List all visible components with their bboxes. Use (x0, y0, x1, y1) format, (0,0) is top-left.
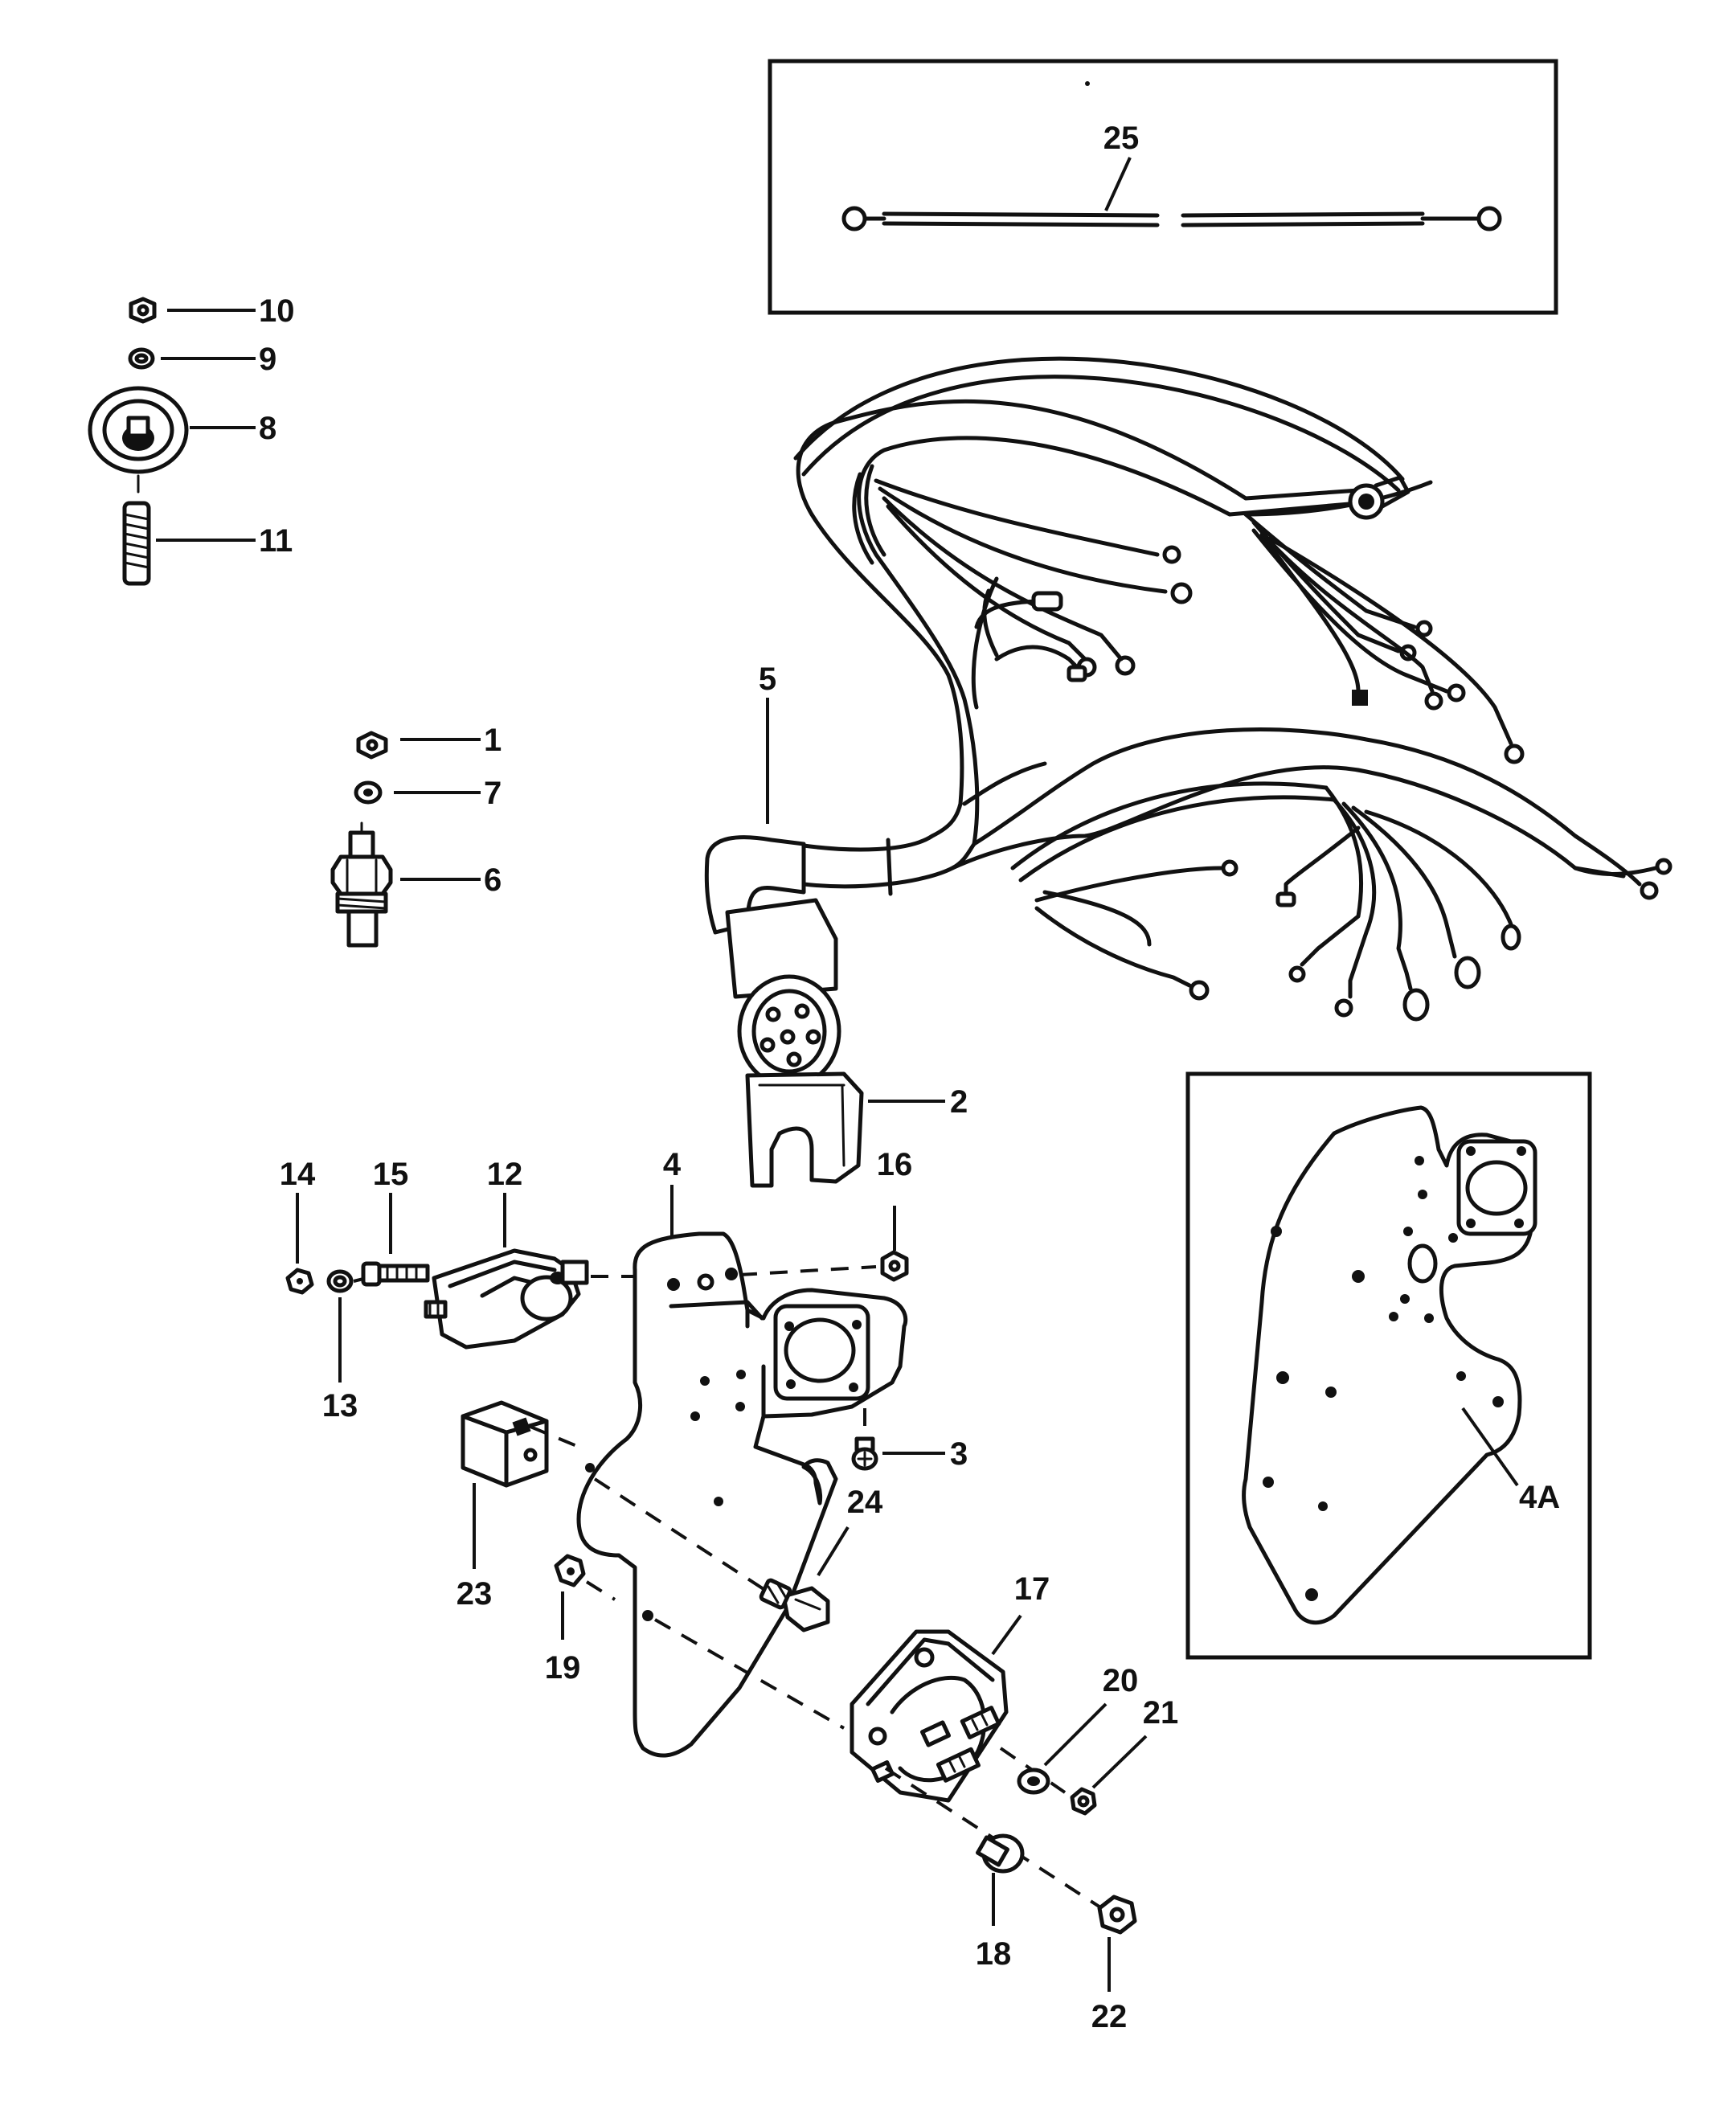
axis-23-4 (530, 1425, 579, 1448)
washer-13 (326, 1269, 354, 1293)
axis-17 (654, 1618, 845, 1730)
inset-box-ground-strap (768, 59, 1558, 315)
callout-16: 16 (877, 1147, 913, 1182)
screw-24 (759, 1578, 830, 1632)
inset-box-bracket-4a (1185, 1071, 1592, 1660)
callout-17: 17 (1014, 1571, 1050, 1607)
leader-24 (817, 1526, 850, 1577)
callout-3: 3 (950, 1436, 968, 1472)
bolt-18 (976, 1833, 1025, 1874)
callout-11: 11 (259, 523, 293, 559)
nut-7 (356, 731, 388, 760)
callout-4: 4 (663, 1147, 682, 1182)
sender-8 (88, 386, 189, 474)
alternate-bracket-4a (1242, 1105, 1537, 1625)
callout-10: 10 (259, 293, 295, 329)
terminal-block-23 (461, 1400, 549, 1488)
wiring-harness (704, 356, 1673, 1088)
leader-17 (991, 1614, 1022, 1656)
callout-13: 13 (322, 1388, 358, 1423)
axis-19 (585, 1580, 616, 1601)
callout-19: 19 (545, 1650, 581, 1686)
callout-15: 15 (373, 1157, 409, 1192)
callout-12: 12 (487, 1157, 523, 1192)
nut-21 (1070, 1787, 1097, 1816)
leader-21 (1091, 1735, 1148, 1789)
nut-19 (554, 1554, 586, 1587)
washer-9 (128, 347, 155, 370)
axis-4-16 (739, 1265, 877, 1276)
callout-18: 18 (976, 1936, 1012, 1972)
callout-1: 5 (759, 662, 776, 697)
solenoid-17 (850, 1629, 1009, 1803)
callout-22: 22 (1091, 1999, 1128, 2034)
leader-25 (1104, 157, 1132, 211)
leader-20 (1043, 1702, 1108, 1767)
washer-20 (1017, 1768, 1050, 1795)
scan-speck (1085, 81, 1090, 86)
nut-16 (880, 1250, 909, 1282)
callout-6: 7 (484, 776, 502, 811)
callout-21: 21 (1143, 1695, 1179, 1731)
callout-23: 23 (457, 1576, 493, 1612)
callout-4a: 4A (1519, 1480, 1560, 1515)
nut-10 (129, 297, 157, 324)
washer-6 (354, 780, 383, 805)
stud-11 (122, 501, 151, 586)
callout-2: 2 (950, 1084, 968, 1120)
temp-sender-5 (330, 821, 393, 948)
callout-5: 6 (484, 862, 502, 898)
callout-7: 1 (484, 723, 502, 758)
callout-14: 14 (280, 1157, 316, 1192)
leader-4a (1461, 1407, 1519, 1487)
callout-24: 24 (847, 1485, 883, 1520)
callout-8: 8 (259, 411, 276, 446)
nut-22 (1097, 1895, 1137, 1935)
callout-25: 25 (1103, 121, 1140, 156)
nut-14 (285, 1268, 314, 1295)
bolt-15 (361, 1261, 430, 1287)
mounting-bracket-4 (576, 1231, 908, 1758)
switch-12 (424, 1248, 589, 1350)
plug-boot-2 (745, 1071, 864, 1188)
callout-9: 9 (259, 342, 276, 377)
callout-20: 20 (1103, 1663, 1139, 1698)
axis-24 (593, 1477, 781, 1601)
ground-strap (841, 206, 1502, 231)
screw-3 (851, 1408, 878, 1471)
